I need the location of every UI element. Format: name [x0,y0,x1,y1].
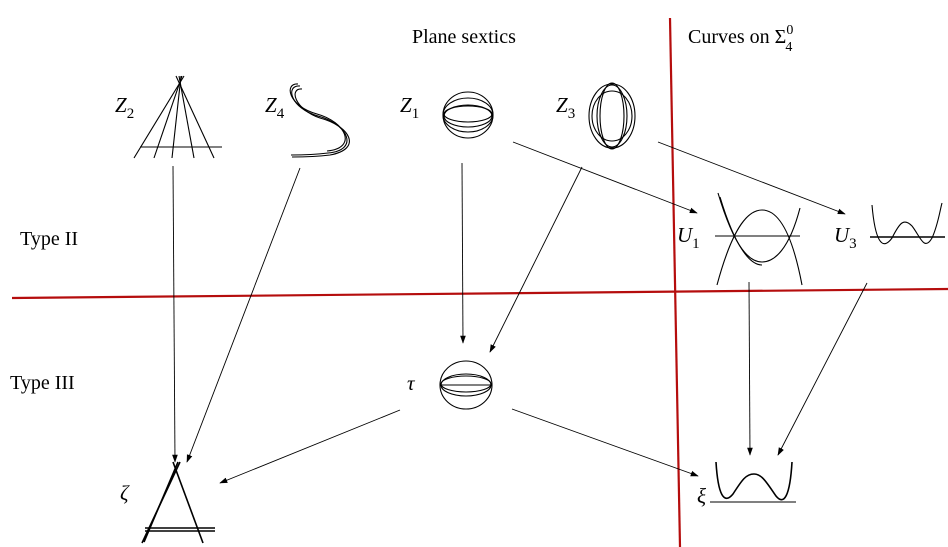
zeta-curve [141,461,215,544]
z1-curve [442,91,494,139]
type-iii-label: Type III [10,372,75,394]
horizontal-divider [11,287,948,300]
u3-curve [870,202,945,245]
arrow-tau-zeta [219,409,401,484]
tau-curve [439,360,493,410]
arrow-u1-xi [747,281,753,456]
arrow-z3-tau [489,166,583,353]
tau-label: τ [407,371,416,395]
arrow-tau-xi [511,408,699,477]
arrow-z1-tau [460,162,466,344]
xi-label: ξ [697,484,706,508]
arrow-z4-zeta [186,167,301,463]
z3-label: Z3 [556,93,575,122]
plane-sextics-header: Plane sextics [412,26,516,48]
zeta-label: ζ [120,481,130,505]
arrow-u3-xi [777,282,868,456]
arrow-z3-u3 [657,141,846,215]
z2-label: Z2 [115,93,134,122]
vertical-divider [668,17,682,547]
z2-curve [133,75,222,159]
type-ii-label: Type II [20,228,78,250]
z1-label: Z1 [400,93,419,122]
z4-label: Z4 [265,93,285,122]
arrow-z1-u1 [512,141,698,214]
u3-label: U3 [834,223,857,252]
arrow-z2-zeta [172,165,178,463]
z3-curve [588,82,636,150]
u1-label: U1 [677,223,700,252]
xi-curve [710,461,796,503]
z4-curve [289,83,350,158]
u1-curve [715,192,803,286]
